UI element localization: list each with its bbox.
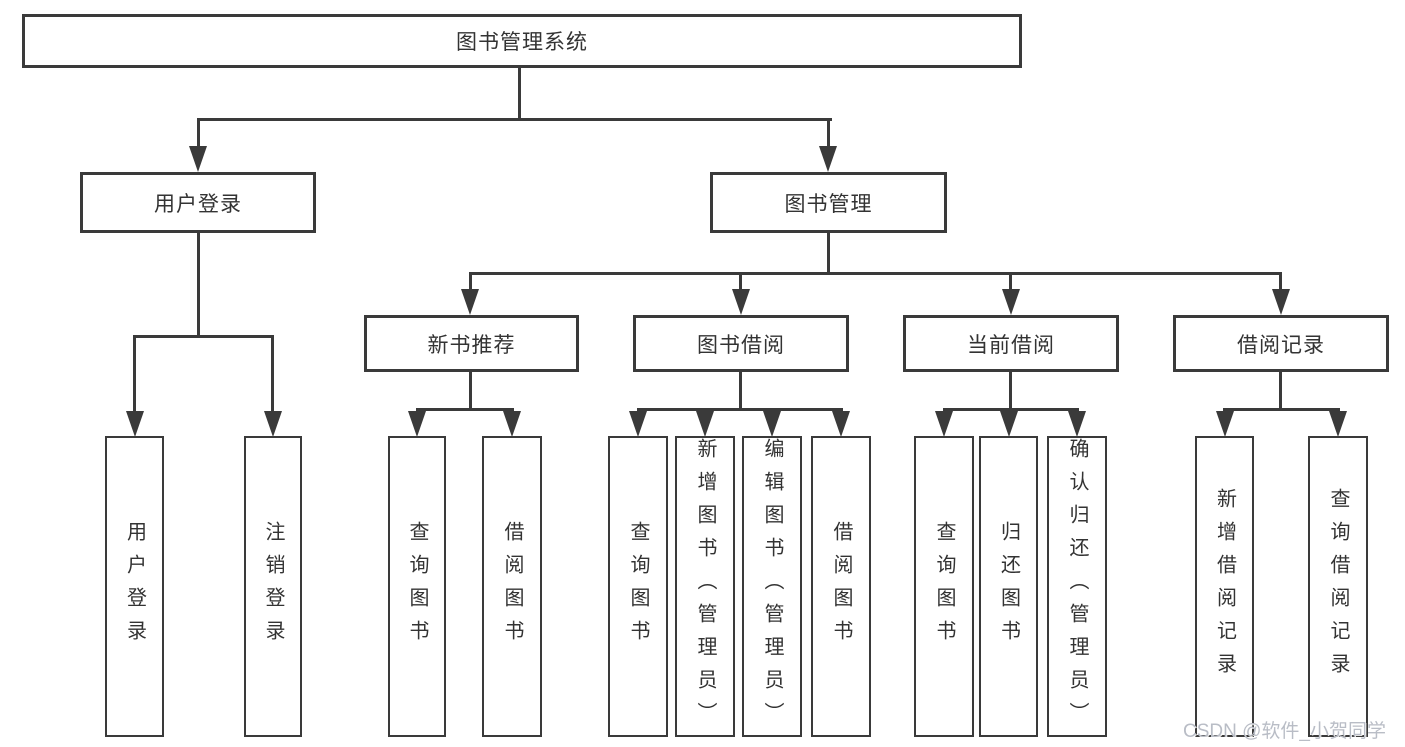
node-new-book-recommend: 新书推荐	[364, 315, 579, 372]
leaf-confirm-return-admin: 确认归还（管理员）	[1047, 436, 1107, 737]
node-book-management-label: 图书管理	[784, 192, 873, 216]
leaf-user-login: 用户登录	[105, 436, 164, 737]
connector-root-right-drop	[827, 118, 830, 150]
arrow-to-leaf-user-login	[126, 411, 144, 437]
leaf-borrow-books-recommend-label: 借阅图书	[501, 520, 523, 653]
arrow-to-leaf-add-books	[696, 411, 714, 437]
connector-user-login-right-drop	[271, 335, 274, 413]
arrow-to-new-books	[461, 289, 479, 315]
node-user-login: 用户登录	[80, 172, 316, 233]
connector-borrow-records-stem	[1279, 372, 1282, 410]
arrow-to-leaf-search-books-1	[408, 411, 426, 437]
arrow-to-leaf-borrow-books-2	[832, 411, 850, 437]
leaf-add-borrow-record-label: 新增借阅记录	[1213, 487, 1236, 686]
node-book-borrowing-label: 图书借阅	[697, 333, 785, 357]
leaf-return-books-label: 归还图书	[997, 520, 1020, 653]
connector-drop-new-books	[469, 272, 472, 292]
node-current-borrowing-label: 当前借阅	[967, 333, 1055, 357]
connector-book-borrow-branch	[637, 408, 843, 411]
node-borrowing-records-label: 借阅记录	[1237, 333, 1325, 357]
connector-root-stem	[518, 68, 521, 120]
connector-user-login-branch	[133, 335, 274, 338]
arrow-to-leaf-search-books-2	[629, 411, 647, 437]
arrow-to-leaf-search-record	[1329, 411, 1347, 437]
node-book-management: 图书管理	[710, 172, 947, 233]
leaf-edit-books-admin: 编辑图书（管理员）	[742, 436, 802, 737]
leaf-logout: 注销登录	[244, 436, 302, 737]
arrow-to-leaf-edit-books	[763, 411, 781, 437]
connector-root-left-drop	[197, 118, 200, 150]
leaf-search-borrow-record-label: 查询借阅记录	[1327, 487, 1349, 686]
node-borrowing-records: 借阅记录	[1173, 315, 1389, 372]
arrow-to-leaf-logout	[264, 411, 282, 437]
leaf-borrow-books: 借阅图书	[811, 436, 871, 737]
leaf-search-books-borrowing: 查询图书	[608, 436, 668, 737]
connector-current-borrow-branch	[943, 408, 1079, 411]
csdn-watermark: CSDN @软件_小贺同学	[1183, 721, 1386, 742]
arrow-to-leaf-search-books-3	[935, 411, 953, 437]
leaf-logout-label: 注销登录	[262, 520, 284, 653]
arrow-to-book-borrow	[732, 289, 750, 315]
node-root-label: 图书管理系统	[456, 31, 588, 54]
arrow-to-user-login	[189, 146, 207, 172]
connector-user-login-stem	[197, 233, 200, 337]
connector-drop-current-borrow	[1009, 272, 1012, 292]
arrow-to-leaf-add-record	[1216, 411, 1234, 437]
connector-root-branch	[197, 118, 832, 121]
connector-user-login-left-drop	[133, 335, 136, 413]
connector-drop-borrow-records	[1279, 272, 1282, 292]
connector-new-books-branch	[416, 408, 514, 411]
arrow-to-borrow-records	[1272, 289, 1290, 315]
leaf-confirm-return-admin-label: 确认归还（管理员）	[1066, 438, 1088, 735]
leaf-search-books-recommend: 查询图书	[388, 436, 446, 737]
node-user-login-label: 用户登录	[154, 192, 242, 216]
leaf-add-books-admin-label: 新增图书（管理员）	[694, 438, 716, 735]
connector-new-books-stem	[469, 372, 472, 410]
arrow-to-leaf-confirm-return	[1068, 411, 1086, 437]
leaf-edit-books-admin-label: 编辑图书（管理员）	[761, 438, 783, 735]
connector-book-mgmt-stem	[827, 233, 830, 275]
leaf-add-books-admin: 新增图书（管理员）	[675, 436, 735, 737]
node-new-book-recommend-label: 新书推荐	[427, 333, 516, 357]
connector-borrow-records-branch	[1223, 408, 1340, 411]
arrow-to-leaf-return-books	[1000, 411, 1018, 437]
arrow-to-book-management	[819, 146, 837, 172]
leaf-search-books-borrowing-label: 查询图书	[627, 520, 649, 653]
arrow-to-current-borrow	[1002, 289, 1020, 315]
leaf-search-borrow-record: 查询借阅记录	[1308, 436, 1368, 737]
leaf-add-borrow-record: 新增借阅记录	[1195, 436, 1254, 737]
connector-book-borrow-stem	[739, 372, 742, 410]
leaf-search-books-recommend-label: 查询图书	[406, 520, 428, 653]
connector-drop-book-borrow	[739, 272, 742, 292]
connector-book-mgmt-branch	[469, 272, 1282, 275]
arrow-to-leaf-borrow-books-1	[503, 411, 521, 437]
leaf-search-books-current-label: 查询图书	[933, 520, 955, 653]
node-current-borrowing: 当前借阅	[903, 315, 1119, 372]
leaf-user-login-label: 用户登录	[123, 520, 146, 653]
leaf-borrow-books-label: 借阅图书	[830, 520, 852, 653]
leaf-return-books: 归还图书	[979, 436, 1038, 737]
leaf-borrow-books-recommend: 借阅图书	[482, 436, 542, 737]
node-book-borrowing: 图书借阅	[633, 315, 849, 372]
leaf-search-books-current: 查询图书	[914, 436, 974, 737]
node-root-system: 图书管理系统	[22, 14, 1022, 68]
connector-current-borrow-stem	[1009, 372, 1012, 410]
